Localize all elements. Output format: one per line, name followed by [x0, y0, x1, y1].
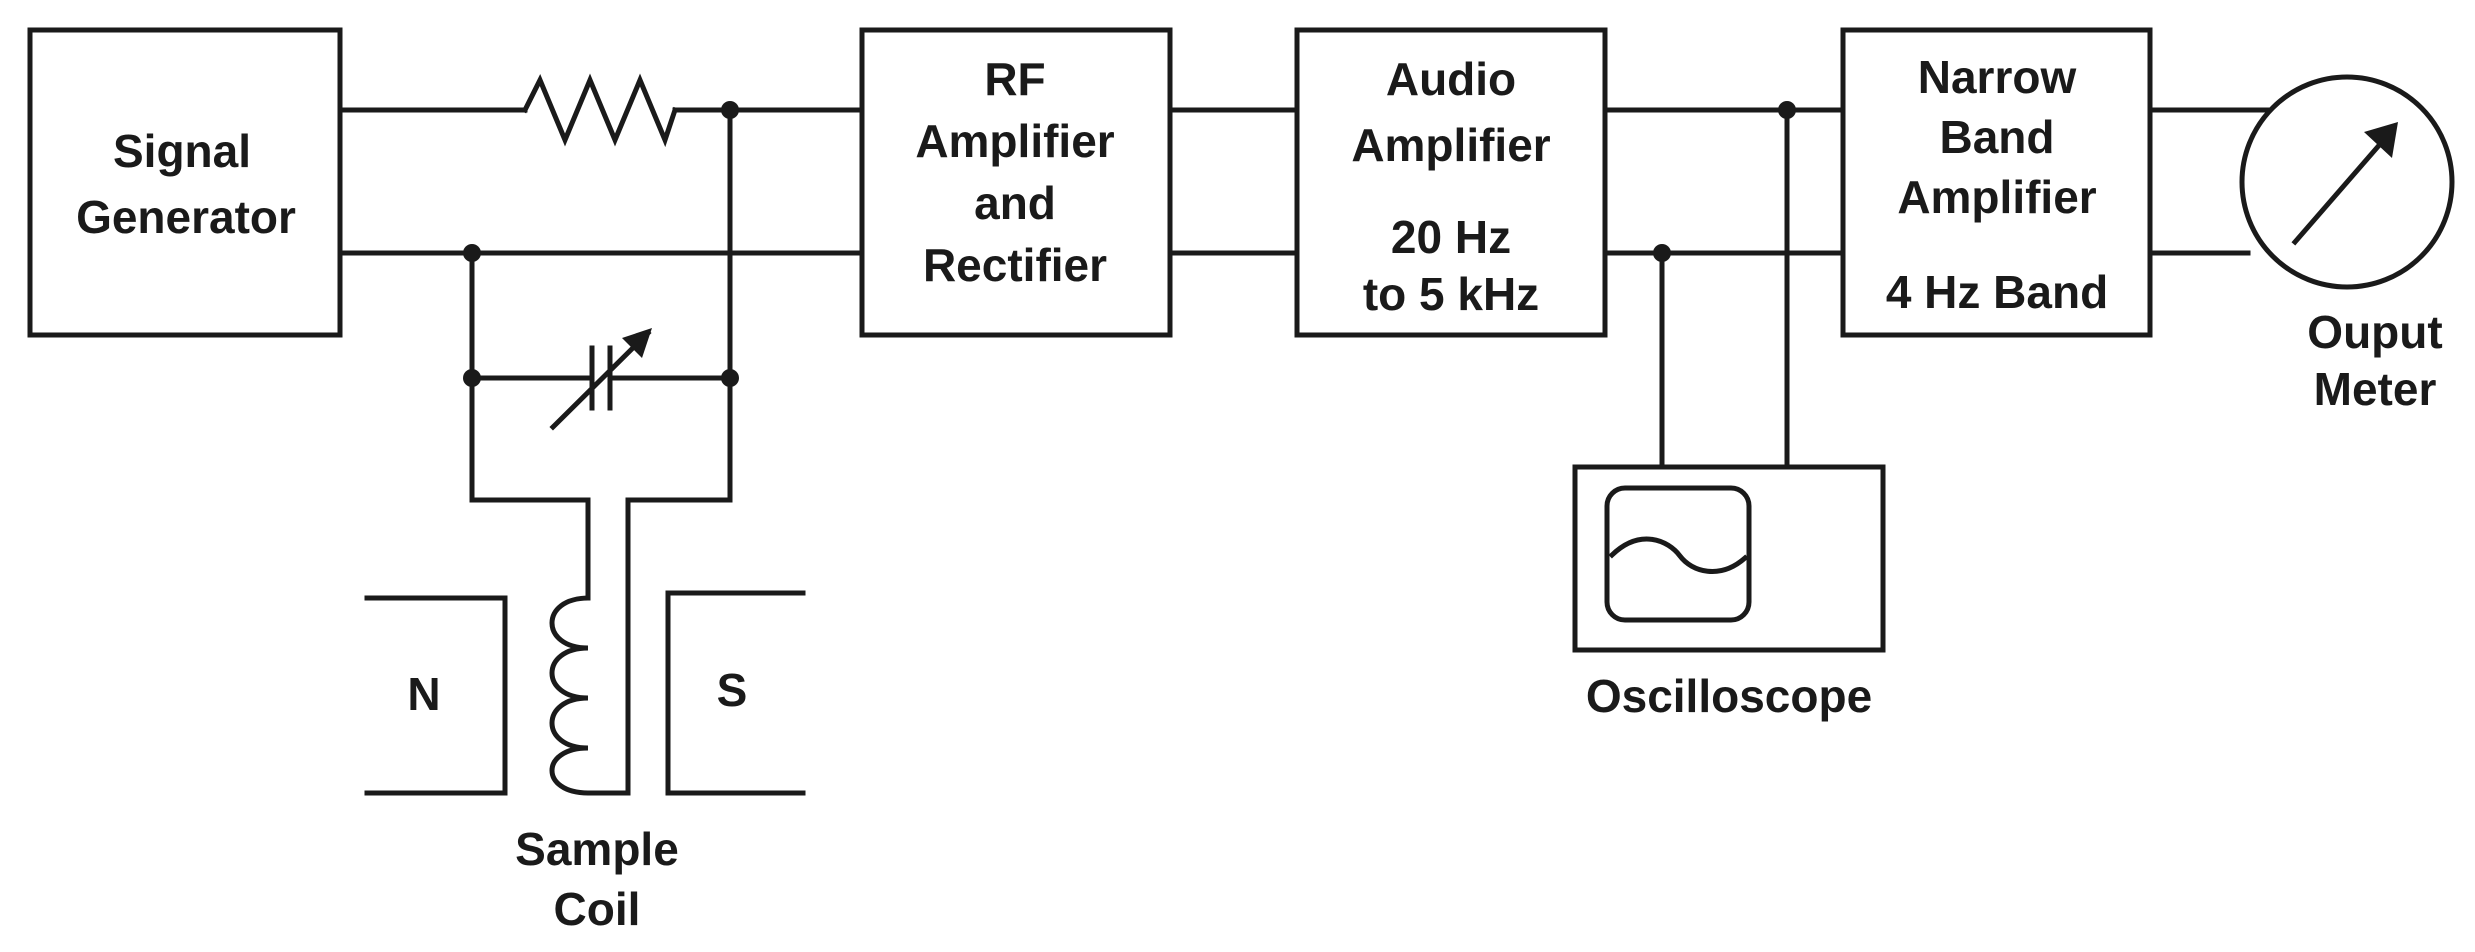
- audio-amplifier-label-4: to 5 kHz: [1363, 268, 1539, 320]
- junction-dot: [721, 101, 739, 119]
- rf-amplifier-block: RF Amplifier and Rectifier: [859, 27, 1173, 338]
- narrow-band-label-4: 4 Hz Band: [1886, 266, 2108, 318]
- audio-amplifier-label-2: Amplifier: [1351, 119, 1550, 171]
- junction-dot: [463, 369, 481, 387]
- wiring: [337, 73, 2278, 796]
- sample-coil-label-2: Coil: [554, 883, 641, 935]
- narrow-band-label-2: Band: [1940, 111, 2055, 163]
- rf-amplifier-label-3: and: [974, 177, 1056, 229]
- signal-generator-label-1: Signal: [113, 125, 251, 177]
- output-meter: Ouput Meter: [2239, 74, 2455, 415]
- magnet-south-pole: [665, 590, 806, 796]
- meter-needle-arrowhead-icon: [2364, 122, 2398, 158]
- audio-amplifier-label-1: Audio: [1386, 53, 1516, 105]
- oscilloscope-label: Oscilloscope: [1586, 670, 1872, 722]
- audio-amplifier-block: Audio Amplifier 20 Hz to 5 kHz: [1294, 27, 1608, 338]
- magnet-north-label: N: [407, 668, 440, 720]
- signal-generator-block: Signal Generator: [27, 27, 343, 338]
- narrow-band-amplifier-block: Narrow Band Amplifier 4 Hz Band: [1840, 27, 2153, 338]
- junction-dot: [1653, 244, 1671, 262]
- rf-amplifier-label-1: RF: [984, 53, 1045, 105]
- rf-amplifier-label-4: Rectifier: [923, 239, 1107, 291]
- variable-capacitor-icon: [549, 328, 652, 431]
- narrow-band-label-3: Amplifier: [1897, 171, 2096, 223]
- sample-coil-icon: [549, 595, 631, 796]
- output-meter-label-1: Ouput: [2307, 306, 2442, 358]
- junction-dot: [1778, 101, 1796, 119]
- output-meter-label-2: Meter: [2314, 363, 2437, 415]
- rf-amplifier-label-2: Amplifier: [915, 115, 1114, 167]
- junctions: [463, 101, 1796, 387]
- magnet-south-label: S: [717, 664, 748, 716]
- meter-needle-icon: [2291, 131, 2392, 246]
- oscilloscope: Oscilloscope: [1572, 464, 1886, 722]
- sample-coil-label-1: Sample: [515, 823, 679, 875]
- resistor: [521, 73, 679, 148]
- junction-dot: [463, 244, 481, 262]
- narrow-band-label-1: Narrow: [1918, 51, 2077, 103]
- signal-generator-label-2: Generator: [76, 191, 296, 243]
- audio-amplifier-label-3: 20 Hz: [1391, 211, 1511, 263]
- sine-wave-icon: [1608, 536, 1749, 574]
- magnet-north-pole: [364, 595, 508, 796]
- junction-dot: [721, 369, 739, 387]
